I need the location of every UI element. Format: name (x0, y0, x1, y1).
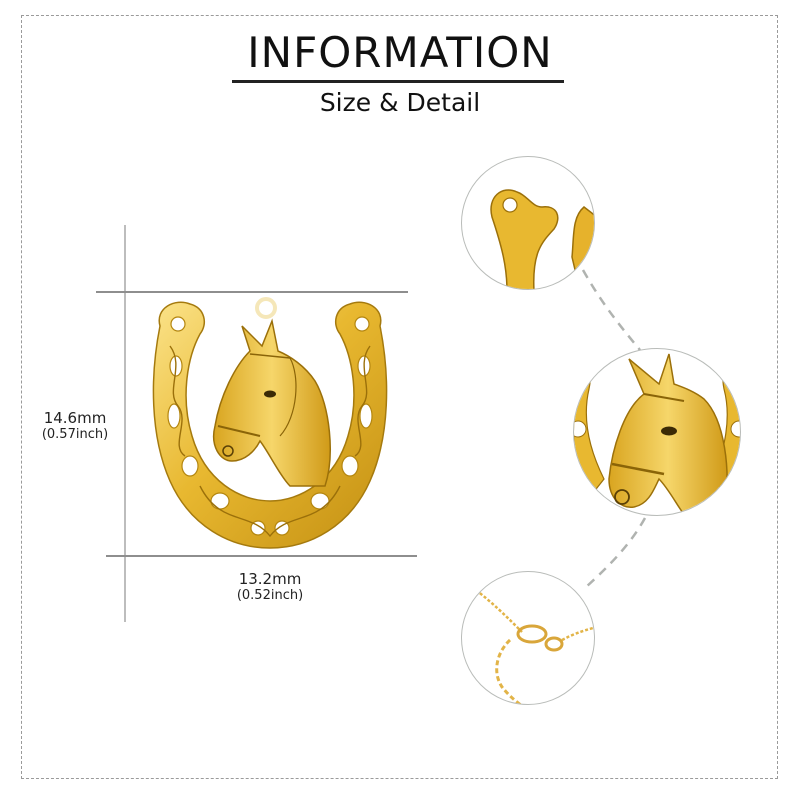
page-title: INFORMATION (247, 28, 553, 77)
chain-clasp-image (471, 586, 594, 704)
top-guide-line (96, 291, 408, 293)
height-dimension: 14.6mm (0.57inch) (30, 409, 120, 443)
width-dimension: 13.2mm (0.52inch) (220, 570, 320, 604)
pendant-image (152, 297, 388, 549)
page-subtitle: Size & Detail (319, 88, 481, 117)
width-inch: (0.52inch) (236, 588, 304, 603)
height-inch: (0.57inch) (41, 427, 109, 442)
horse-head-image (574, 353, 740, 515)
height-guide-line (124, 225, 126, 622)
detail-circle-chain (461, 571, 595, 705)
detail-circle-tip (461, 156, 595, 290)
bottom-guide-line (106, 555, 417, 557)
width-mm: 13.2mm (238, 570, 302, 588)
detail-circle-head (573, 348, 741, 516)
height-mm: 14.6mm (43, 409, 107, 427)
title-underline (232, 80, 564, 83)
horseshoe-tip-image (490, 189, 594, 289)
dashed-frame (21, 15, 778, 779)
